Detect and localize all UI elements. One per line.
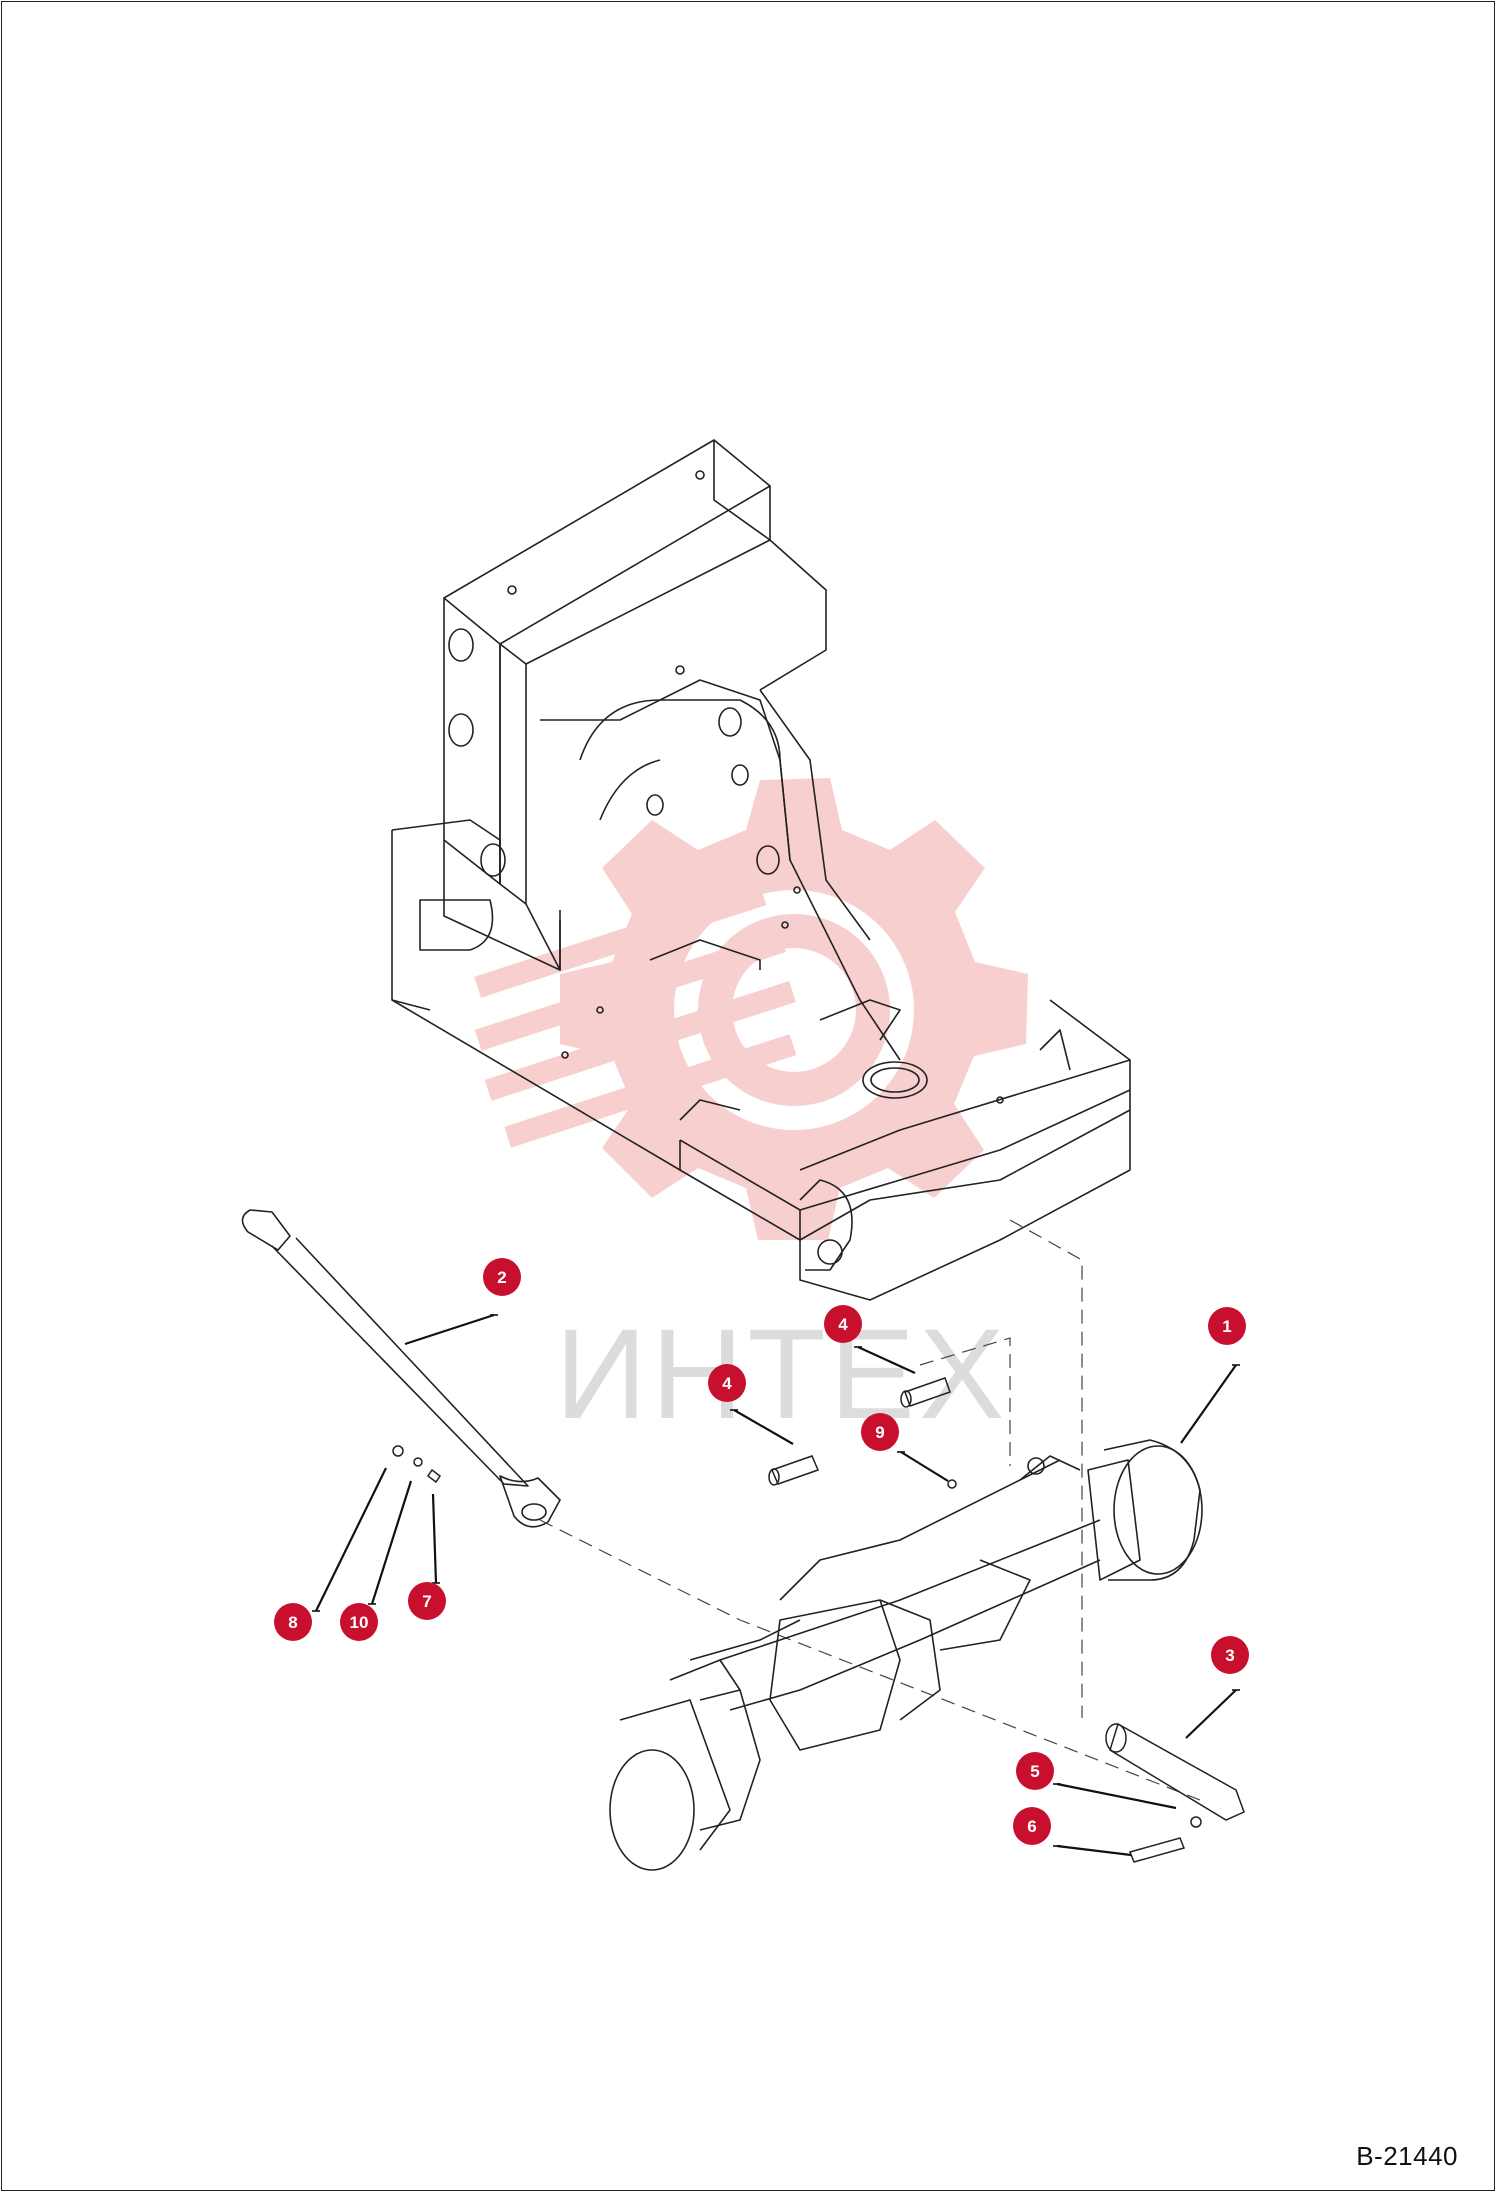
callout-6: 6 bbox=[1013, 1807, 1132, 1857]
leader-line bbox=[733, 1409, 794, 1445]
callout-badge bbox=[824, 1305, 862, 1343]
callout-number: 9 bbox=[875, 1423, 884, 1442]
callout-badge bbox=[861, 1413, 899, 1451]
callout-badge bbox=[408, 1582, 446, 1620]
callout-number: 10 bbox=[350, 1613, 369, 1632]
callout-number: 7 bbox=[422, 1592, 431, 1611]
callout-4a: 4 bbox=[824, 1305, 916, 1375]
callout-badge bbox=[274, 1603, 312, 1641]
leader-line bbox=[1056, 1844, 1132, 1857]
callout-number: 1 bbox=[1222, 1317, 1231, 1336]
callout-badge bbox=[1013, 1807, 1051, 1845]
callout-1: 1 bbox=[1180, 1307, 1246, 1444]
callout-badge bbox=[483, 1258, 521, 1296]
callout-4b: 4 bbox=[708, 1364, 794, 1445]
leader-line bbox=[1056, 1782, 1177, 1810]
callout-number: 4 bbox=[838, 1315, 848, 1334]
leader-line bbox=[431, 1493, 438, 1584]
leader-line bbox=[1180, 1364, 1237, 1444]
leader-line bbox=[370, 1480, 413, 1605]
watermark-text: ИНТЕХ bbox=[555, 1303, 1008, 1446]
callout-number: 3 bbox=[1225, 1646, 1234, 1665]
fastener-parts-drawing bbox=[392, 1377, 1245, 1863]
axle-assembly-drawing bbox=[609, 1439, 1203, 1871]
callout-9: 9 bbox=[861, 1413, 949, 1482]
watermark-gear-icon bbox=[474, 778, 1028, 1240]
callout-2: 2 bbox=[404, 1258, 521, 1346]
callout-8: 8 bbox=[274, 1467, 387, 1641]
leader-line bbox=[404, 1313, 495, 1346]
drive-shaft-drawing bbox=[241, 1209, 561, 1528]
callout-number: 5 bbox=[1030, 1762, 1039, 1781]
chassis-frame-drawing bbox=[391, 439, 1131, 1301]
assembly-guide-lines bbox=[539, 1219, 1201, 1801]
callout-number: 4 bbox=[722, 1374, 732, 1393]
callout-group: 1 2 3 4 4 5 6 7 8 9 10 bbox=[274, 1258, 1249, 1857]
callout-number: 8 bbox=[288, 1613, 297, 1632]
callout-badge bbox=[1208, 1307, 1246, 1345]
callout-number: 6 bbox=[1027, 1817, 1036, 1836]
callout-badge bbox=[1016, 1752, 1054, 1790]
leader-line bbox=[900, 1451, 949, 1482]
callout-badge bbox=[1211, 1636, 1249, 1674]
callout-10: 10 bbox=[340, 1480, 413, 1641]
callout-number: 2 bbox=[497, 1268, 506, 1287]
figure-id-label: B-21440 bbox=[1356, 2141, 1458, 2171]
leader-line bbox=[1185, 1689, 1237, 1739]
leader-line bbox=[857, 1345, 916, 1375]
leader-line bbox=[315, 1467, 387, 1612]
callout-5: 5 bbox=[1016, 1752, 1177, 1810]
callout-badge bbox=[340, 1603, 378, 1641]
callout-7: 7 bbox=[408, 1493, 446, 1620]
callout-badge bbox=[708, 1364, 746, 1402]
callout-3: 3 bbox=[1185, 1636, 1249, 1739]
